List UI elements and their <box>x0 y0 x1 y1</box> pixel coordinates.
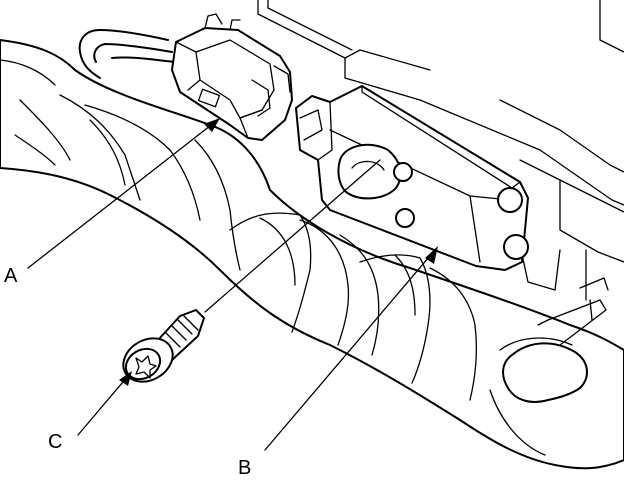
bolt-alignment-line <box>204 159 381 313</box>
leader-c <box>77 375 129 436</box>
arrowhead-a <box>204 118 220 132</box>
mounting-bolt-c <box>122 309 205 383</box>
leader-b <box>264 249 436 451</box>
leader-a <box>27 121 216 269</box>
arrowhead-c <box>119 371 132 386</box>
callout-label-b: B <box>238 457 251 479</box>
callout-label-a: A <box>4 265 18 287</box>
sensor-unit-b <box>295 85 529 271</box>
callout-label-c: C <box>48 431 62 453</box>
harness-connector-a <box>78 13 293 141</box>
body-panel <box>257 0 624 301</box>
leader-lines <box>27 118 438 451</box>
harness-clip <box>489 277 609 456</box>
arrowhead-b <box>425 246 438 264</box>
